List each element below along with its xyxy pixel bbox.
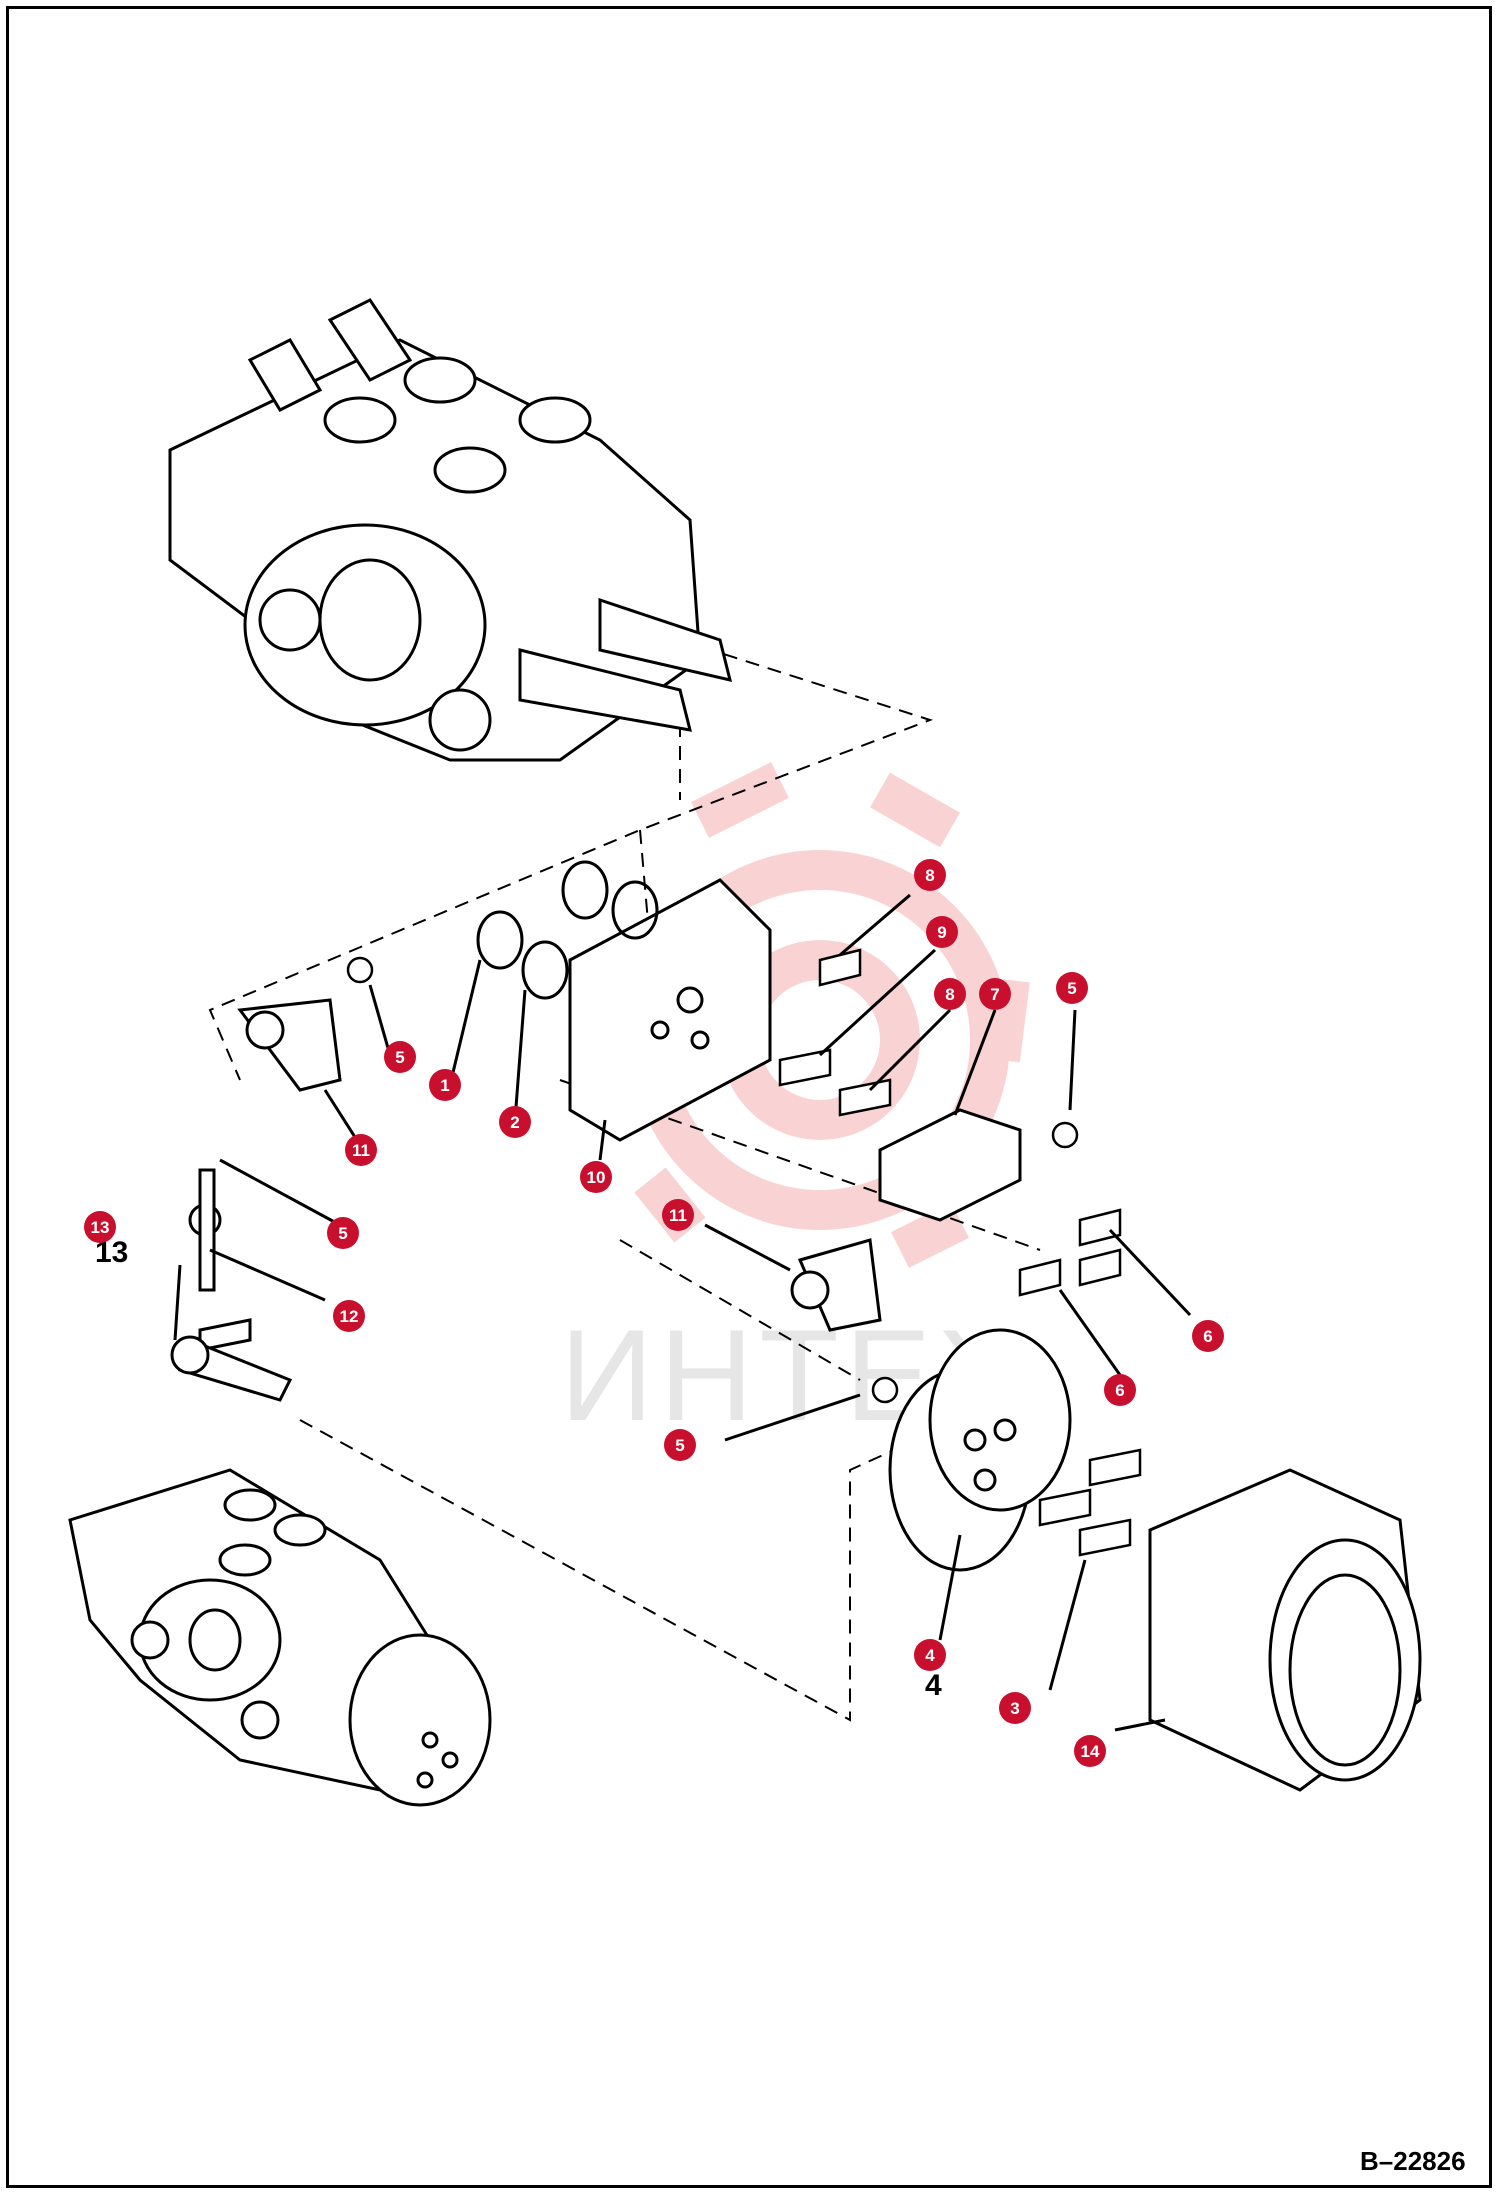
bracket xyxy=(878,1108,1022,1222)
callout-6a: 6 xyxy=(1192,1320,1224,1352)
callout-marker xyxy=(84,1211,116,1243)
callout-number: 5 xyxy=(338,1224,347,1243)
callout-marker xyxy=(1192,1320,1224,1352)
callout-marker xyxy=(580,1161,612,1193)
callout-3: 3 xyxy=(999,1692,1031,1724)
callout-marker xyxy=(333,1300,365,1332)
callout-marker xyxy=(1074,1735,1106,1767)
callout-marker xyxy=(429,1069,461,1101)
callout-marker xyxy=(664,1429,696,1461)
callout-marker xyxy=(1056,972,1088,1004)
callout-marker xyxy=(345,1134,377,1166)
callout-11b: 11 xyxy=(662,1199,694,1231)
callout-number: 6 xyxy=(1203,1327,1212,1346)
callout-5a: 5 xyxy=(384,1041,416,1073)
callout-9: 9 xyxy=(926,916,958,948)
callout-number: 2 xyxy=(510,1113,519,1132)
callout-marker xyxy=(327,1217,359,1249)
label-4: 4 xyxy=(925,1669,942,1702)
diagram-frame xyxy=(6,6,1492,2188)
callout-8b: 8 xyxy=(934,978,966,1010)
callout-number: 1 xyxy=(440,1076,449,1095)
leader-lines xyxy=(173,893,1192,1732)
callout-5c: 5 xyxy=(1056,972,1088,1004)
callout-number: 9 xyxy=(937,923,946,942)
callout-marker xyxy=(979,978,1011,1010)
callout-10: 10 xyxy=(580,1161,612,1193)
mounting-plate xyxy=(568,878,772,1142)
callout-13: 13 xyxy=(84,1211,116,1243)
callout-number: 3 xyxy=(1010,1699,1019,1718)
callout-marker xyxy=(499,1106,531,1138)
callout-marker xyxy=(934,978,966,1010)
callout-number: 13 xyxy=(91,1218,110,1237)
callout-number: 14 xyxy=(1081,1742,1100,1761)
control-valve-top xyxy=(168,298,733,762)
callout-number: 4 xyxy=(925,1646,935,1665)
callout-number: 8 xyxy=(945,985,954,1004)
bolts xyxy=(346,948,1142,1557)
callout-5d: 5 xyxy=(664,1429,696,1461)
callout-number: 5 xyxy=(395,1048,404,1067)
callout-7: 7 xyxy=(979,978,1011,1010)
callout-marker xyxy=(1104,1374,1136,1406)
callout-marker xyxy=(926,916,958,948)
callout-number: 7 xyxy=(990,985,999,1004)
callout-11a: 11 xyxy=(345,1134,377,1166)
callout-number: 5 xyxy=(1067,979,1076,998)
callout-marker xyxy=(914,1639,946,1671)
callout-8a: 8 xyxy=(914,859,946,891)
callout-4: 4 xyxy=(914,1639,946,1671)
hub xyxy=(888,1328,1072,1572)
document-number: B–22826 xyxy=(1360,2146,1466,2176)
callout-1: 1 xyxy=(429,1069,461,1101)
ball-joints-and-rod xyxy=(170,998,882,1402)
callout-marker xyxy=(914,859,946,891)
part-number-labels: 13 4 xyxy=(95,1236,942,1702)
callout-number: 5 xyxy=(675,1436,684,1455)
control-valve-bottom xyxy=(68,1468,492,1807)
callout-number: 8 xyxy=(925,866,934,885)
callout-marker xyxy=(999,1692,1031,1724)
callout-marker xyxy=(662,1199,694,1231)
callout-6b: 6 xyxy=(1104,1374,1136,1406)
callout-number: 11 xyxy=(669,1206,687,1225)
callout-marker xyxy=(384,1041,416,1073)
watermark-gear-logo xyxy=(630,762,1030,1268)
wheel xyxy=(1148,1468,1422,1792)
callout-14: 14 xyxy=(1074,1735,1106,1767)
callout-number: 11 xyxy=(352,1141,370,1160)
callout-number: 12 xyxy=(340,1307,359,1326)
o-rings xyxy=(476,860,659,1000)
callout-2: 2 xyxy=(499,1106,531,1138)
callout-5b: 5 xyxy=(327,1217,359,1249)
callout-number: 10 xyxy=(587,1168,606,1187)
callout-12: 12 xyxy=(333,1300,365,1332)
callout-number: 6 xyxy=(1115,1381,1124,1400)
